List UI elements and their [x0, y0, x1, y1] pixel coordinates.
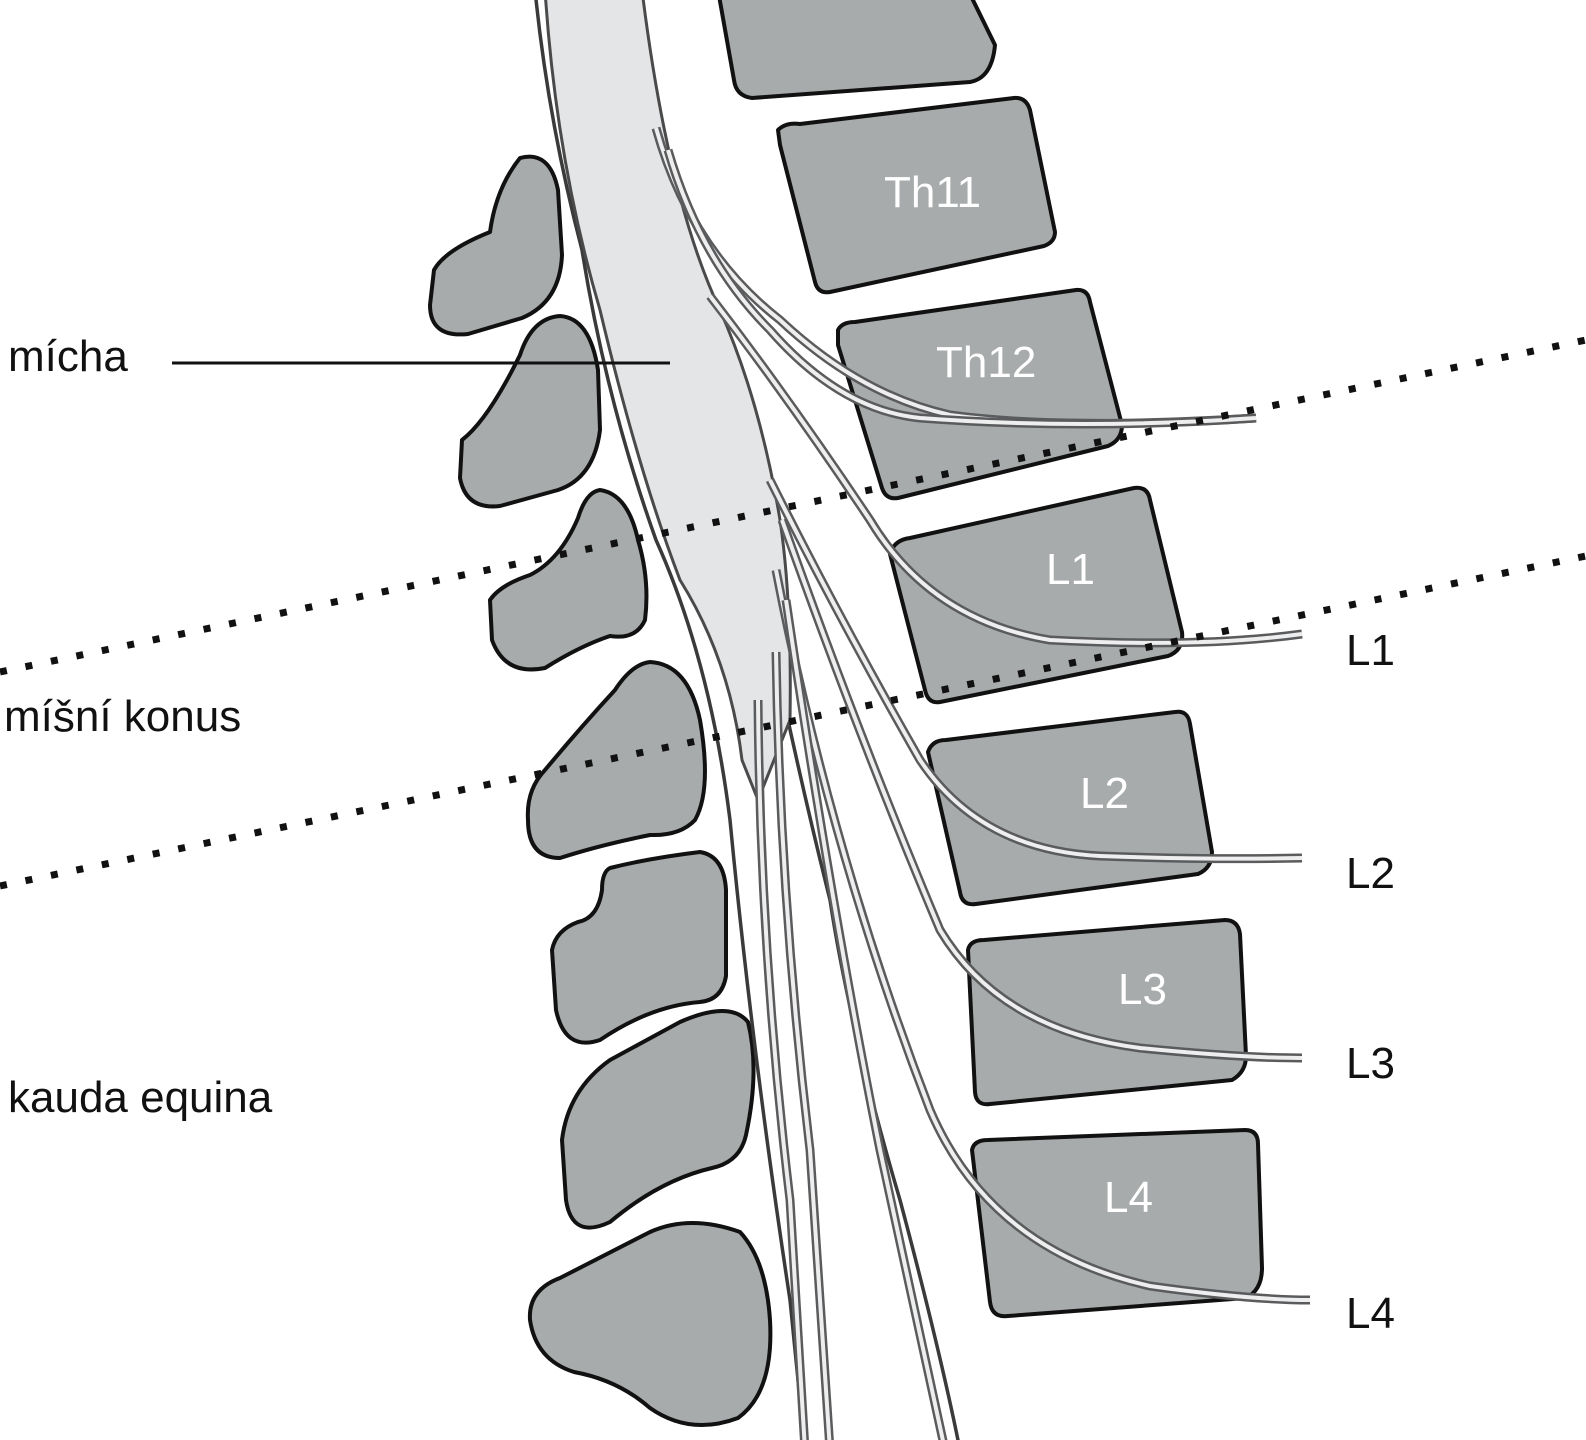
root-label-l4: L4 [1346, 1289, 1395, 1338]
spinous-process-1 [430, 157, 562, 335]
vertebra-label-l4: L4 [1104, 1173, 1153, 1222]
vertebra-label-l2: L2 [1080, 769, 1129, 818]
vertebra-label-l1: L1 [1046, 545, 1095, 594]
vertebra-label-th12: Th12 [936, 338, 1036, 387]
root-label-l2: L2 [1346, 849, 1395, 898]
vertebra-label-l3: L3 [1118, 965, 1167, 1014]
root-label-l3: L3 [1346, 1039, 1395, 1088]
label-micha: mícha [8, 332, 128, 381]
spinous-process-3 [490, 490, 646, 669]
spinous-process-7 [530, 1223, 771, 1425]
spinous-process-2 [460, 316, 600, 506]
vertebral-body-l3 [968, 920, 1246, 1104]
label-cauda-equina: kauda equina [8, 1073, 273, 1122]
vertebra-label-th11: Th11 [884, 168, 981, 217]
root-label-l1: L1 [1346, 626, 1395, 675]
vertebral-body-th10 [718, 0, 995, 98]
label-conus: míšní konus [4, 692, 241, 741]
